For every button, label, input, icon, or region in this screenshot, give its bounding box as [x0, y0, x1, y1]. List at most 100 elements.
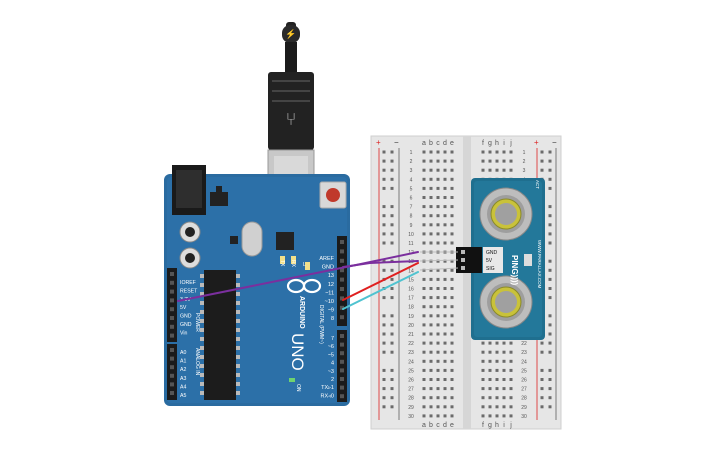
sensor-name: PING)))) — [510, 255, 519, 286]
column-label: a — [422, 422, 426, 429]
row-label: 17 — [408, 296, 414, 302]
column-label: f — [482, 422, 484, 429]
rail-minus-label: − — [394, 138, 399, 147]
column-label: b — [429, 422, 433, 429]
column-label: f — [482, 140, 484, 147]
usb-icon: ⑂ — [286, 109, 297, 129]
arduino-uno-board[interactable]: ARDUINO UNO DIGITAL (PWM~) POWER ANALOG … — [164, 165, 350, 406]
row-label: 2 — [523, 159, 526, 165]
row-label: 26 — [521, 378, 527, 384]
digital-pin-label: ~11 — [325, 290, 334, 296]
rail-plus-label-right: + — [534, 138, 539, 147]
sensor-act-label: ACT — [535, 180, 540, 189]
row-label: 15 — [408, 277, 414, 283]
reset-button[interactable] — [319, 181, 347, 209]
digital-pin-label: GND — [322, 265, 334, 271]
row-label: 4 — [410, 177, 413, 183]
row-label: 27 — [521, 387, 527, 393]
rail-minus-label-right: − — [552, 138, 557, 147]
column-label: i — [503, 140, 505, 147]
on-label: ON — [295, 384, 301, 392]
row-label: 2 — [410, 159, 413, 165]
l-led-label: L — [303, 262, 306, 268]
digital-pin-label: TX▹1 — [321, 385, 334, 391]
transducer-bottom — [479, 275, 533, 329]
column-label: d — [443, 140, 447, 147]
arduino-logo — [286, 278, 322, 294]
rail-plus-label: + — [376, 138, 381, 147]
row-label: 1 — [410, 150, 413, 156]
analog-pin-label-3: A3 — [180, 376, 186, 382]
digital-pin-label: 4 — [331, 361, 334, 367]
digital-pin-label: ~9 — [328, 308, 334, 314]
analog-pin-label-0: A0 — [180, 350, 186, 356]
row-label: 24 — [521, 359, 527, 365]
row-label: 8 — [410, 214, 413, 220]
svg-text:⚡: ⚡ — [285, 28, 296, 40]
analog-header — [167, 344, 177, 400]
column-label: h — [495, 140, 499, 147]
digital-pin-label: 13 — [328, 273, 334, 279]
digital-pin-label: ~10 — [325, 299, 334, 305]
brand-label: ARDUINO — [298, 296, 305, 329]
power-pin-label-6: Vin — [180, 330, 188, 336]
column-label: j — [509, 140, 512, 147]
wire-3[interactable] — [342, 262, 419, 301]
column-label: b — [429, 140, 433, 147]
row-label: 28 — [408, 396, 414, 402]
capacitor-icon — [179, 221, 201, 269]
transducer-top — [479, 187, 533, 241]
row-label: 28 — [521, 396, 527, 402]
power-header-label: POWER — [194, 313, 200, 332]
column-label: c — [436, 140, 440, 147]
row-label: 21 — [408, 332, 414, 338]
wire-2[interactable] — [342, 260, 419, 268]
row-label: 27 — [408, 387, 414, 393]
row-label: 26 — [408, 378, 414, 384]
row-label: 7 — [410, 205, 413, 211]
row-label: 14 — [408, 268, 414, 274]
digital-pin-label: 8 — [331, 316, 334, 322]
column-label: c — [436, 422, 440, 429]
row-label: 18 — [408, 305, 414, 311]
column-label: h — [495, 422, 499, 429]
sensor-url: WWW.PARALLAX.COM — [537, 240, 542, 289]
row-label: 25 — [521, 368, 527, 374]
act-led — [524, 254, 532, 266]
digital-pin-label: 12 — [328, 282, 334, 288]
wires[interactable] — [177, 251, 459, 310]
row-label: 29 — [408, 405, 414, 411]
row-label: 6 — [410, 196, 413, 202]
row-label: 24 — [408, 359, 414, 365]
analog-header-label: ANALOG IN — [194, 348, 200, 376]
digital-pin-label: ~3 — [328, 369, 334, 375]
column-label: g — [488, 140, 492, 147]
digital-pin-label: 2 — [331, 377, 334, 383]
row-label: 30 — [521, 414, 527, 420]
row-label: 1 — [523, 150, 526, 156]
power-pin-label-1: RESET — [180, 288, 198, 294]
wire-4[interactable] — [342, 271, 419, 310]
jumper-1 — [419, 259, 459, 262]
column-label: d — [443, 422, 447, 429]
analog-pin-label-1: A1 — [180, 359, 186, 365]
analog-pin-label-2: A2 — [180, 367, 186, 373]
power-pin-label-0: IOREF — [180, 280, 196, 286]
power-pin-label-5: GND — [180, 322, 192, 328]
row-label: 30 — [408, 414, 414, 420]
row-label: 22 — [521, 341, 527, 347]
digital-header-label: DIGITAL (PWM~) — [318, 305, 324, 344]
row-label: 9 — [410, 223, 413, 229]
model-label: UNO — [288, 333, 307, 371]
sensor-pin-label: 5V — [486, 258, 493, 264]
jumper-2 — [419, 267, 459, 271]
row-label: 20 — [408, 323, 414, 329]
row-label: 11 — [408, 241, 413, 247]
analog-pin-label-4: A4 — [180, 384, 186, 390]
column-label: j — [509, 422, 512, 429]
digital-pin-label: ~5 — [328, 352, 334, 358]
digital-pin-label: RX◃0 — [321, 393, 334, 399]
digital-pin-label: ~6 — [328, 344, 334, 350]
